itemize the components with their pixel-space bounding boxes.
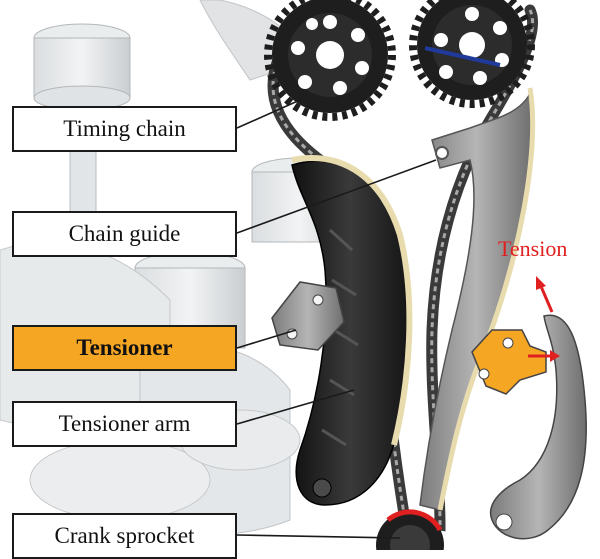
tension-inset — [471, 276, 587, 540]
label-timing-chain: Timing chain — [12, 106, 237, 152]
label-tensioner-arm: Tensioner arm — [12, 401, 237, 447]
tensioner-arm — [291, 155, 413, 506]
label-crank-sprocket: Crank sprocket — [12, 513, 237, 559]
label-chain-guide: Chain guide — [12, 211, 237, 257]
crank-sprocket — [376, 509, 444, 550]
cam-sprocket-right — [409, 0, 535, 108]
label-tensioner: Tensioner — [12, 325, 237, 371]
tensioner — [271, 281, 345, 351]
cam-sprocket-left — [264, 0, 396, 121]
leader-lines — [236, 99, 437, 539]
tension-label: Tension — [498, 236, 568, 261]
